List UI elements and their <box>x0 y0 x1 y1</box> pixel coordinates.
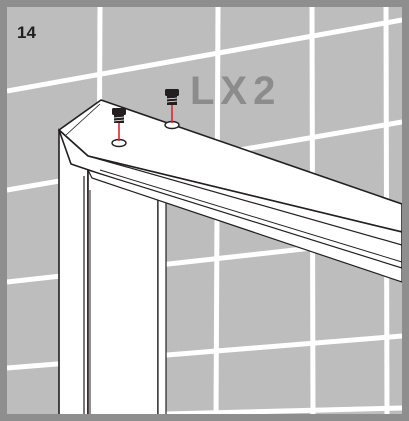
top-profile <box>58 99 402 283</box>
screw-icon <box>112 108 126 123</box>
step-number: 14 <box>17 23 36 42</box>
quantity-label: LX2 <box>190 69 281 113</box>
screw-icon <box>165 89 179 105</box>
